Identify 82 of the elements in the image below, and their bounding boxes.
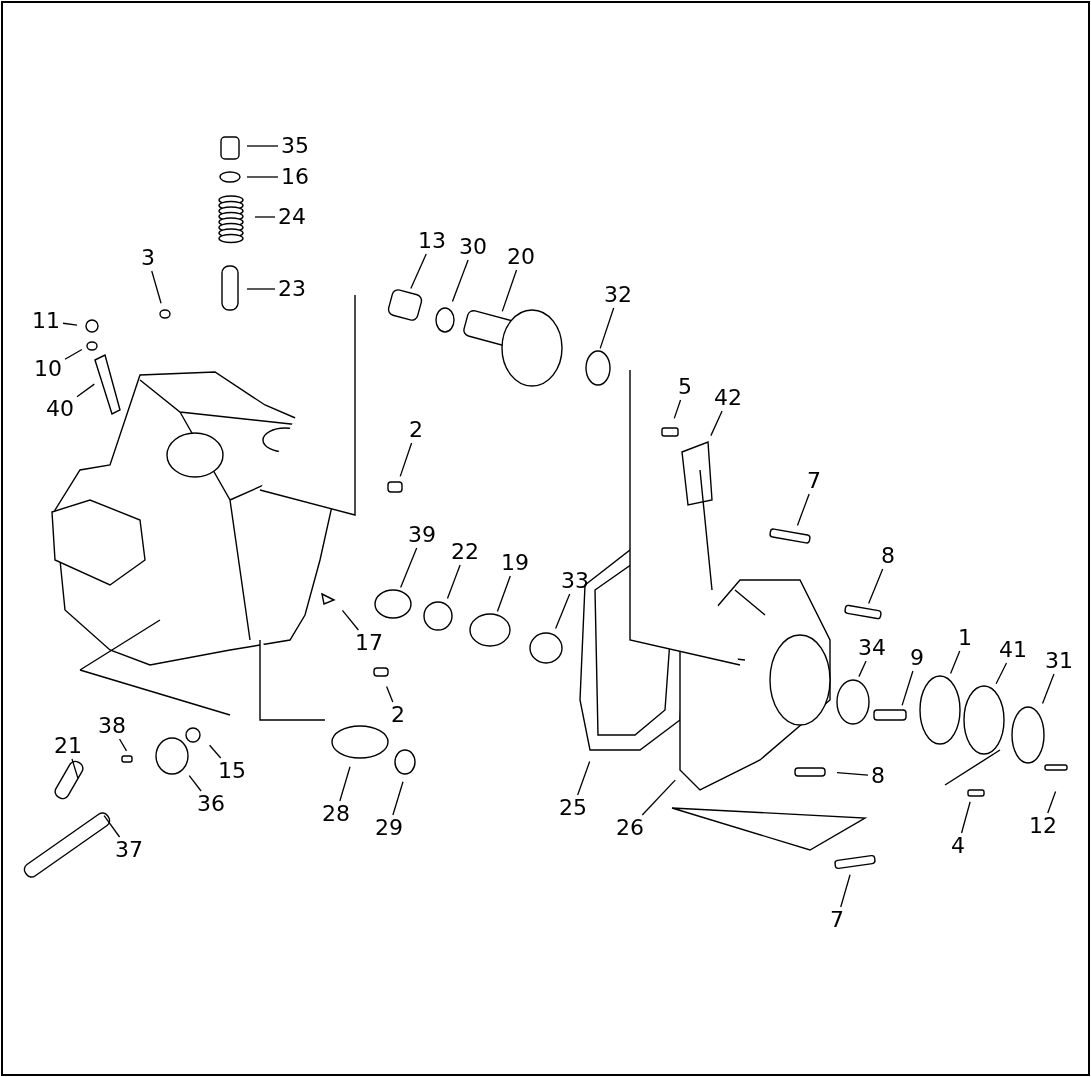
callout-number: 11: [31, 309, 61, 333]
leader-line: [868, 568, 884, 605]
callout-number: 30: [458, 235, 488, 259]
leader-line: [555, 593, 571, 630]
leader-line: [71, 758, 79, 779]
leader-line: [446, 564, 461, 600]
callout-number: 31: [1044, 649, 1074, 673]
callout-number: 24: [277, 205, 307, 229]
leader-line: [840, 874, 851, 908]
callout-number: 17: [354, 631, 384, 655]
leader-line: [118, 738, 128, 752]
leader-line: [836, 771, 869, 776]
callout-number: 15: [217, 759, 247, 783]
leader-line: [710, 410, 723, 437]
leader-line: [599, 307, 615, 349]
callout-number: 7: [806, 469, 822, 493]
leader-line: [62, 322, 78, 326]
callout-number: 23: [277, 277, 307, 301]
leader-line: [501, 269, 518, 313]
callout-number: 39: [407, 523, 437, 547]
leader-line: [208, 744, 222, 759]
callout-number: 32: [603, 283, 633, 307]
leader-line: [392, 781, 404, 816]
leader-line: [1041, 673, 1055, 705]
leader-line: [451, 259, 469, 303]
callout-number: 7: [829, 908, 845, 932]
leader-line: [76, 383, 95, 398]
callout-number: 2: [390, 703, 406, 727]
leader-line: [103, 815, 121, 838]
leader-line: [246, 176, 279, 178]
callout-number: 16: [280, 165, 310, 189]
leader-line: [399, 442, 413, 477]
callout-number: 9: [909, 646, 925, 670]
callout-number: 34: [857, 636, 887, 660]
leader-line: [796, 493, 810, 527]
callout-number: 5: [677, 375, 693, 399]
callout-number: 22: [450, 540, 480, 564]
callout-number: 26: [615, 816, 645, 840]
callout-number: 13: [417, 229, 447, 253]
callout-number: 41: [998, 638, 1028, 662]
callout-number: 37: [114, 838, 144, 862]
leader-line: [339, 766, 351, 802]
leader-line: [410, 253, 427, 290]
callout-number: 12: [1028, 814, 1058, 838]
callout-number: 19: [500, 551, 530, 575]
callout-number: 1: [957, 626, 973, 650]
callout-number: 29: [374, 816, 404, 840]
leader-line: [246, 145, 279, 147]
callout-number: 42: [713, 386, 743, 410]
leader-line: [496, 575, 511, 613]
leader-line: [960, 801, 971, 834]
leader-line: [641, 779, 676, 816]
leader-line: [400, 547, 418, 589]
callout-number: 20: [506, 245, 536, 269]
callout-number: 38: [97, 714, 127, 738]
callout-number: 36: [196, 792, 226, 816]
leader-line: [385, 685, 394, 703]
callout-number: 25: [558, 796, 588, 820]
leader-line: [901, 670, 914, 706]
leader-line: [1047, 790, 1057, 814]
leader-line: [577, 760, 591, 796]
leader-line: [246, 288, 276, 290]
leader-line: [950, 650, 961, 675]
callout-number: 2: [408, 418, 424, 442]
callout-number: 35: [280, 134, 310, 158]
callout-number: 8: [880, 544, 896, 568]
leader-line: [254, 216, 276, 218]
callout-number: 40: [45, 397, 75, 421]
leader-line: [673, 399, 682, 420]
leader-line: [151, 270, 162, 304]
callout-number: 28: [321, 802, 351, 826]
callout-number: 33: [560, 569, 590, 593]
callout-number: 10: [33, 357, 63, 381]
callout-number: 3: [140, 246, 156, 270]
callout-number: 8: [870, 764, 886, 788]
leader-line: [188, 774, 202, 792]
leader-line: [64, 348, 83, 360]
leader-line: [341, 609, 360, 631]
callout-number: 4: [950, 834, 966, 858]
callout-number: 21: [53, 734, 83, 758]
leader-line: [995, 662, 1008, 685]
leader-line: [858, 660, 867, 678]
